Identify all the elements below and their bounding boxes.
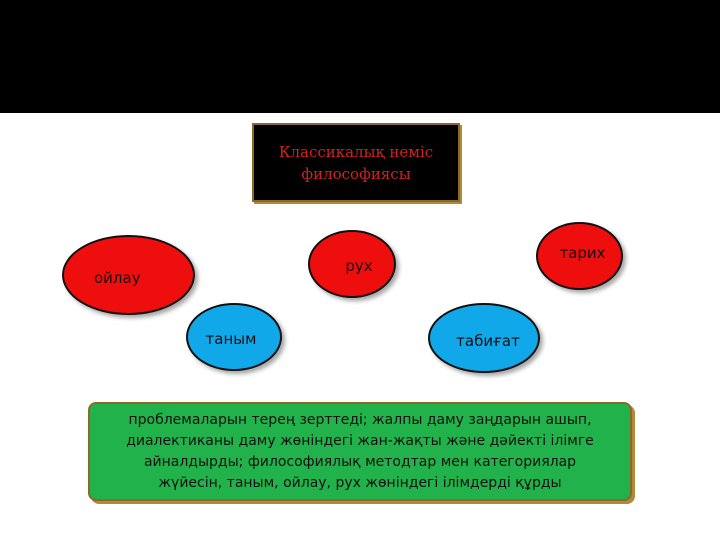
node-tanym-label: таным xyxy=(205,330,257,348)
node-tanym: таным xyxy=(186,303,282,371)
node-rukh-label: рух xyxy=(345,257,373,275)
node-tabigat: табиғат xyxy=(428,303,540,373)
node-oilau-label: ойлау xyxy=(94,269,141,287)
node-tarikh-label: тарих xyxy=(559,244,606,262)
description-text: проблемаларын терең зерттеді; жалпы даму… xyxy=(126,411,594,491)
title-box: Классикалық неміс философиясы xyxy=(252,123,460,202)
node-tabigat-label: табиғат xyxy=(456,332,520,350)
title-text: Классикалық неміс философиясы xyxy=(278,142,434,183)
top-black-band xyxy=(0,0,720,113)
node-rukh: рух xyxy=(308,230,396,298)
description-box: проблемаларын терең зерттеді; жалпы даму… xyxy=(88,402,632,501)
node-oilau: ойлау xyxy=(62,235,195,315)
node-tarikh: тарих xyxy=(536,222,623,290)
